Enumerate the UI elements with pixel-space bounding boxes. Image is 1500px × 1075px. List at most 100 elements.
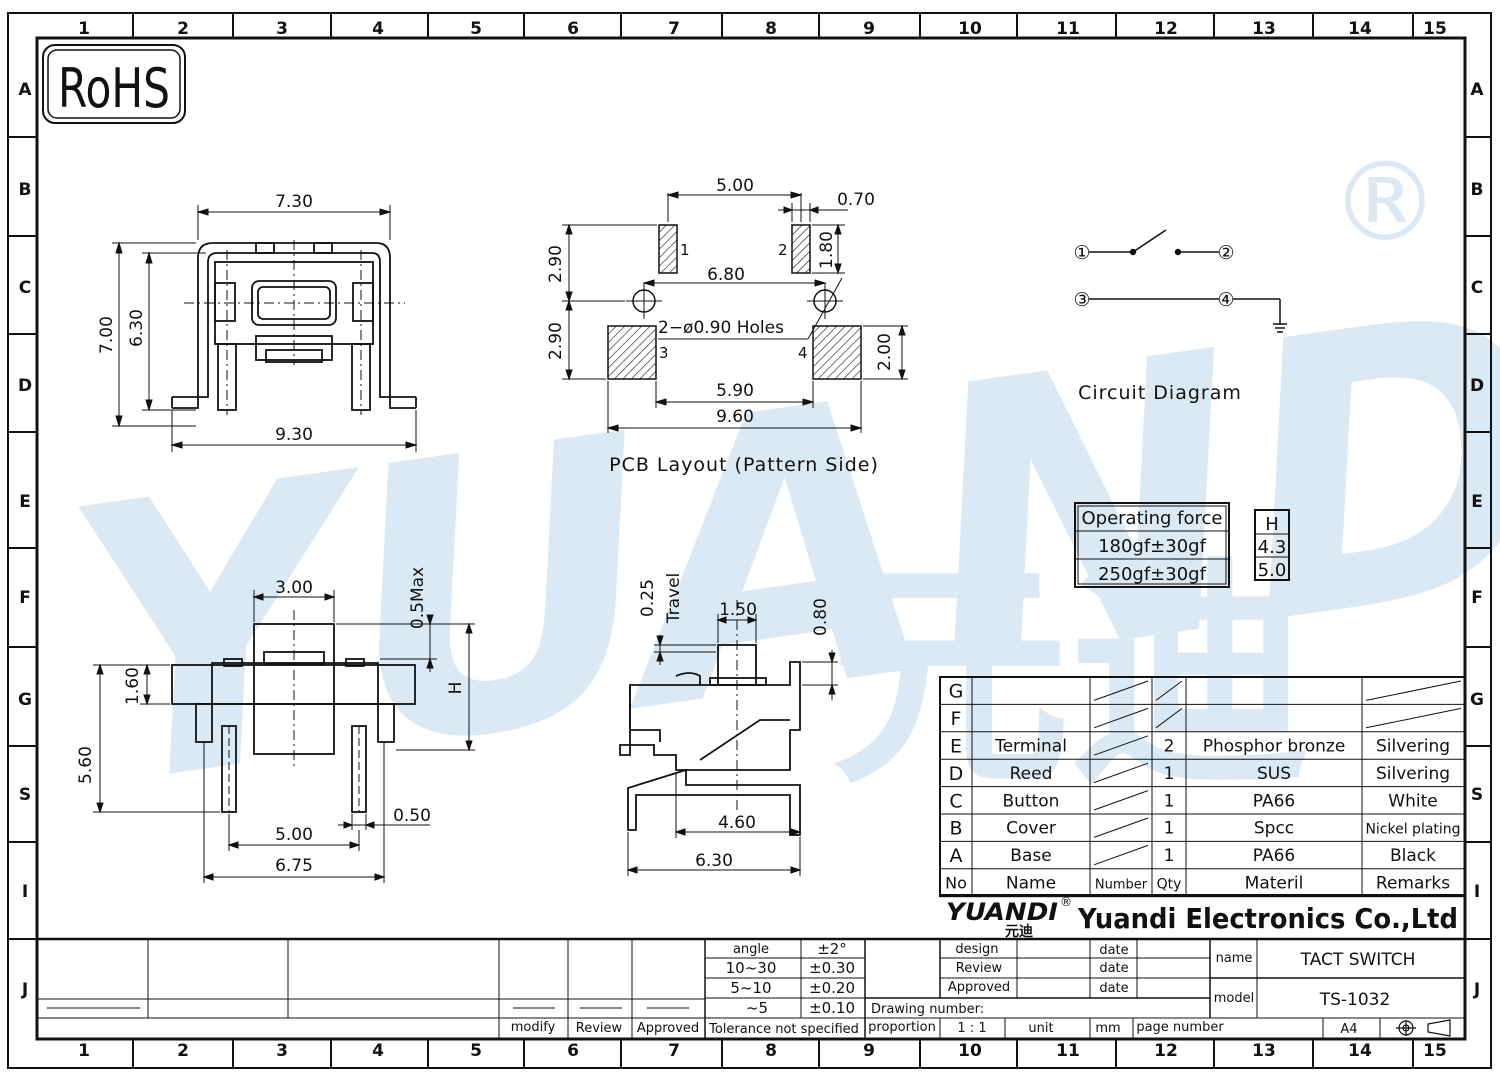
bom-row-remarks: Black (1390, 846, 1436, 866)
column-label: 7 (668, 19, 680, 39)
column-label: 9 (863, 19, 875, 39)
projection-symbol-icon (1396, 1019, 1451, 1037)
dim-pcb-pitch-top: 5.00 (716, 176, 754, 196)
column-label: 15 (1423, 19, 1447, 39)
bom-row-material: Spcc (1254, 819, 1294, 839)
pcb-layout-caption: PCB Layout (Pattern Side) (609, 454, 879, 476)
side-view-dims (626, 614, 838, 876)
rev-label-review: Review (576, 1021, 623, 1036)
dim-top-width: 7.30 (275, 192, 313, 212)
watermark-registered: ® (1330, 138, 1440, 266)
dim-pad-size: 2.00 (875, 333, 895, 371)
pin-label-2: 2 (778, 241, 788, 259)
bom-row-no: G (949, 681, 964, 703)
dim-front-pin-pitch: 5.00 (275, 825, 313, 845)
bom-row-qty: 2 (1164, 737, 1175, 757)
bom-header: Qty (1157, 877, 1182, 893)
title-block-lines (37, 894, 1465, 1039)
dim-upper-offset: 2.90 (546, 245, 566, 283)
bom-table (939, 676, 1466, 898)
bom-number-slash (1093, 735, 1149, 756)
circuit-diagram (1089, 229, 1287, 333)
dim-height-inner: 6.30 (127, 309, 147, 347)
column-label: 12 (1154, 19, 1178, 39)
column-label: 8 (765, 19, 777, 39)
row-label: E (1471, 492, 1483, 512)
force-row-2: 250gf±30gf (1098, 564, 1207, 585)
column-label: 13 (1252, 19, 1276, 39)
row-label: I (22, 882, 28, 902)
logo-reg: ® (1060, 895, 1072, 909)
top-view (171, 240, 417, 415)
pin-label-3: 3 (659, 344, 669, 362)
dim-side-travel-label: Travel (664, 573, 684, 625)
row-label: J (21, 980, 28, 1000)
row-label: I (1474, 882, 1480, 902)
force-table (1074, 502, 1290, 588)
dim-height-total: 7.00 (97, 316, 117, 354)
column-label: 6 (567, 1041, 579, 1061)
front-view-dims (93, 590, 475, 883)
tol-value-2: ±0.20 (809, 979, 855, 997)
bom-header: Remarks (1376, 874, 1450, 894)
tol-range-2: 5~10 (730, 979, 771, 997)
bom-row-qty: 1 (1164, 819, 1175, 839)
side-view (619, 600, 801, 836)
row-label: G (1470, 690, 1484, 710)
column-label: 4 (372, 19, 384, 39)
page-number-label: page number (1136, 1020, 1224, 1035)
column-label: 5 (470, 1041, 482, 1061)
sign-label-design: design (955, 942, 998, 957)
bom-row-name: Base (1010, 846, 1051, 866)
dim-outer-span: 9.60 (716, 407, 754, 427)
column-label: 6 (567, 19, 579, 39)
column-label: 2 (177, 19, 189, 39)
row-label: B (1471, 180, 1484, 200)
bom-row-no: F (951, 708, 962, 730)
bom-row-no: C (949, 790, 962, 812)
bom-header: Name (1006, 874, 1056, 894)
dim-inner-span: 5.90 (716, 381, 754, 401)
sign-label-review: Review (956, 961, 1003, 976)
column-label: 11 (1056, 1041, 1080, 1061)
bom-number-slash (1093, 762, 1149, 784)
dim-front-total-height: 5.60 (76, 746, 96, 784)
bom-number-slash (1093, 680, 1149, 701)
force-row-1: 180gf±30gf (1098, 536, 1207, 557)
bom-row-qty: 1 (1164, 764, 1175, 784)
model-value: TS-1032 (1319, 990, 1391, 1010)
tol-range-0: angle (733, 942, 769, 957)
circuit-node-4: ④ (1217, 289, 1234, 311)
row-label: D (18, 376, 32, 396)
bom-row-qty: 1 (1164, 846, 1175, 866)
column-label: 14 (1348, 1041, 1372, 1061)
bom-header: No (945, 874, 967, 893)
dim-front-h: H (446, 682, 466, 695)
circuit-node-1: ① (1073, 242, 1090, 264)
column-label: 14 (1348, 19, 1372, 39)
bom-header: Number (1095, 878, 1148, 893)
column-label: 3 (276, 19, 288, 39)
tol-value-0: ±2° (817, 940, 847, 958)
unit-value: mm (1095, 1021, 1120, 1036)
name-label: name (1216, 951, 1253, 966)
column-label: 5 (470, 19, 482, 39)
dim-side-overall-width: 6.30 (695, 851, 733, 871)
sign-label-approved: Approved (948, 980, 1010, 995)
bom-row-qty: 1 (1164, 791, 1175, 811)
dim-pad-width: 0.70 (837, 190, 875, 210)
dim-bottom-width: 9.30 (275, 425, 313, 445)
tol-range-1: 10~30 (726, 959, 777, 977)
column-label: 7 (668, 1041, 680, 1061)
dim-front-overall-width: 6.75 (275, 856, 313, 876)
pcb-holes-note: 2−ø0.90 Holes (658, 318, 784, 338)
pcb-layout (562, 191, 908, 433)
row-label: A (1470, 80, 1484, 100)
bom-row-no: E (950, 736, 962, 758)
column-label: 3 (276, 1041, 288, 1061)
company-name: Yuandi Electronics Co.,Ltd (1077, 902, 1458, 935)
model-label: model (1214, 991, 1254, 1006)
